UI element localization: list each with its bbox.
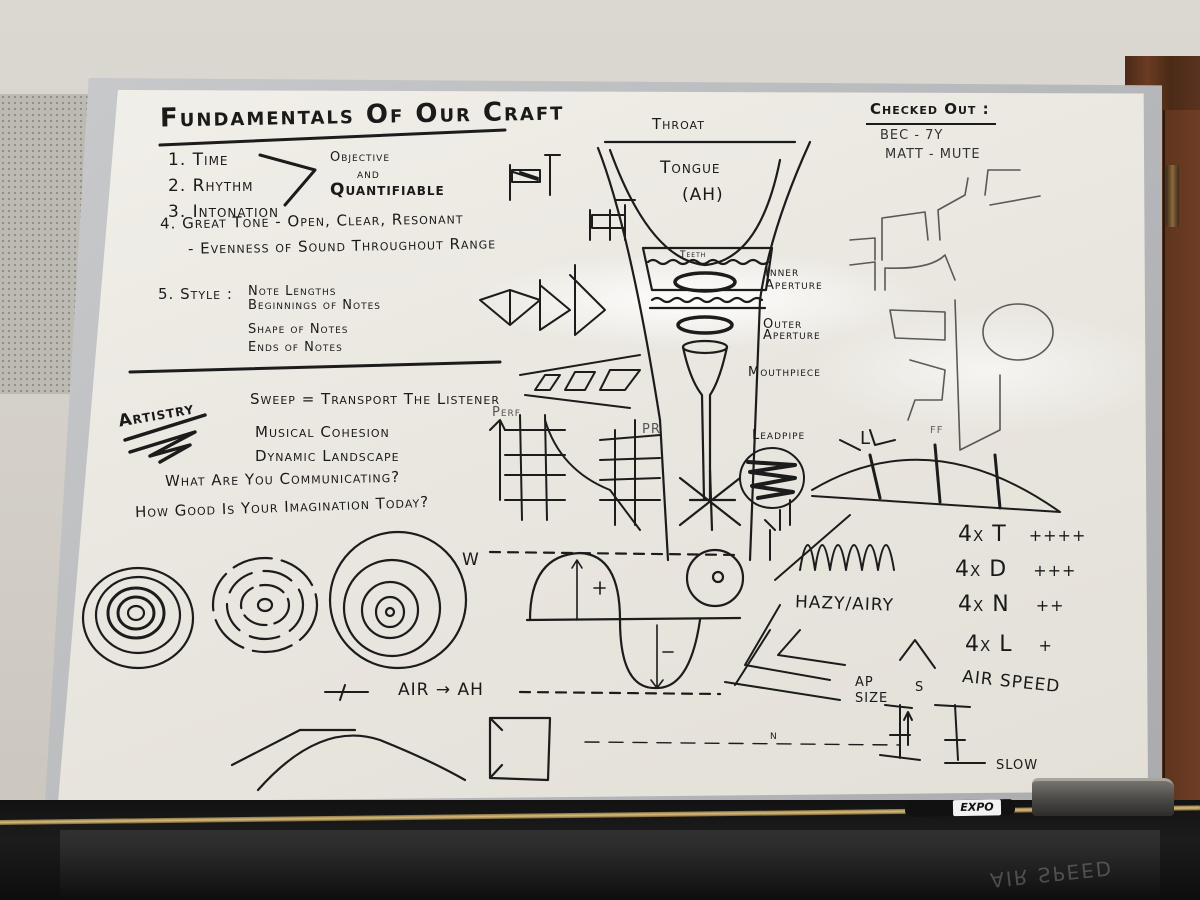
- and-label: and: [357, 167, 380, 182]
- checked-out-heading: Checked Out :: [870, 100, 990, 118]
- style-label: Style :: [180, 285, 233, 303]
- articulation-syllable: D: [989, 557, 1008, 582]
- articulation-syllable: T: [992, 522, 1007, 547]
- style-item: Beginnings of Notes: [248, 298, 382, 313]
- outer-aperture-label: Outer Aperture: [763, 317, 821, 343]
- fundamental-label: Time: [192, 150, 229, 170]
- ap-size-label: AP SIZE: [855, 675, 888, 707]
- articulation-row: 4x N ++: [958, 592, 1065, 617]
- articulation-syllable: L: [999, 632, 1013, 657]
- tongue-label: Tongue: [660, 158, 721, 178]
- articulation-row: 4x T ++++: [958, 522, 1086, 547]
- articulation-marks: +++: [1033, 561, 1077, 580]
- fundamental-number: 3.: [168, 202, 187, 222]
- w-label: W: [462, 550, 480, 570]
- leadpipe-label: Leadpipe: [752, 428, 806, 443]
- size-label: SIZE: [855, 691, 889, 706]
- marker-brand-label: EXPO: [952, 799, 1002, 817]
- s-label: S: [915, 680, 925, 695]
- articulation-marks: ++++: [1028, 526, 1087, 545]
- aperture-label: Aperture: [763, 328, 821, 343]
- articulation-syllable: N: [992, 592, 1010, 617]
- fundamental-1: 1. Time: [168, 150, 229, 170]
- articulation-row: 4x D +++: [955, 557, 1076, 582]
- perf-label: Perf: [492, 405, 521, 420]
- articulation-row: 4x L +: [965, 632, 1053, 657]
- throat-label: Throat: [652, 115, 705, 133]
- mouthpiece-label: Mouthpiece: [748, 365, 821, 380]
- aperture-label: Aperture: [765, 278, 823, 293]
- articulation-marks: ++: [1035, 596, 1065, 615]
- pr-label: PR: [642, 422, 661, 437]
- l-label: L: [860, 428, 872, 449]
- fundamental-label: Intonation: [192, 202, 279, 222]
- fundamental-2: 2. Rhythm: [168, 176, 254, 196]
- fundamental-number: 2.: [168, 176, 187, 196]
- style-heading: 5. Style :: [158, 285, 233, 303]
- outer-label: Outer: [763, 317, 803, 332]
- objective-label: Objective: [330, 150, 391, 165]
- articulation-count: 4x: [965, 632, 992, 657]
- ff-label: FF: [930, 425, 944, 436]
- articulation-marks: +: [1038, 636, 1053, 655]
- ap-label: AP: [855, 675, 874, 690]
- inner-label: Inner: [765, 265, 800, 280]
- style-item: Ends of Notes: [248, 340, 343, 355]
- style-item: Note Lengths: [248, 284, 337, 299]
- slow-label: SLOW: [996, 758, 1039, 773]
- hazy-airy-label: HAZY/AIRY: [794, 592, 895, 616]
- fundamental-number: 1.: [168, 150, 187, 170]
- checked-out-item: MATT - MUTE: [885, 147, 981, 162]
- door-hinge: [1166, 165, 1179, 227]
- quantifiable-label: Quantifiable: [330, 180, 445, 200]
- fundamental-3: 3. Intonation: [168, 202, 279, 222]
- inner-aperture-label: Inner Aperture: [765, 265, 823, 293]
- style-item: Shape of Notes: [248, 322, 349, 337]
- articulation-count: 4x: [958, 522, 985, 547]
- tone-number: 4.: [159, 214, 177, 233]
- checked-out-item: BEC - 7Y: [880, 128, 944, 143]
- n-label: n: [770, 728, 778, 743]
- air-ah-label: AIR → AH: [398, 680, 484, 700]
- style-number: 5.: [158, 285, 175, 303]
- checked-out-underline: [866, 123, 996, 125]
- teeth-label: Teeth: [680, 250, 707, 260]
- articulation-count: 4x: [958, 592, 985, 617]
- whiteboard-eraser[interactable]: [1032, 778, 1174, 816]
- dry-erase-marker[interactable]: EXPO: [904, 799, 1016, 817]
- artistry-item: Dynamic Landscape: [255, 447, 400, 465]
- articulation-count: 4x: [955, 557, 982, 582]
- tongue-vowel-label: (AH): [682, 185, 724, 205]
- artistry-item: Musical Cohesion: [255, 423, 390, 441]
- board-reflection: [60, 830, 1160, 900]
- fundamental-label: Rhythm: [192, 176, 254, 196]
- artistry-item: Sweep = Transport The Listener: [250, 390, 500, 408]
- whiteboard-surface: [58, 90, 1148, 802]
